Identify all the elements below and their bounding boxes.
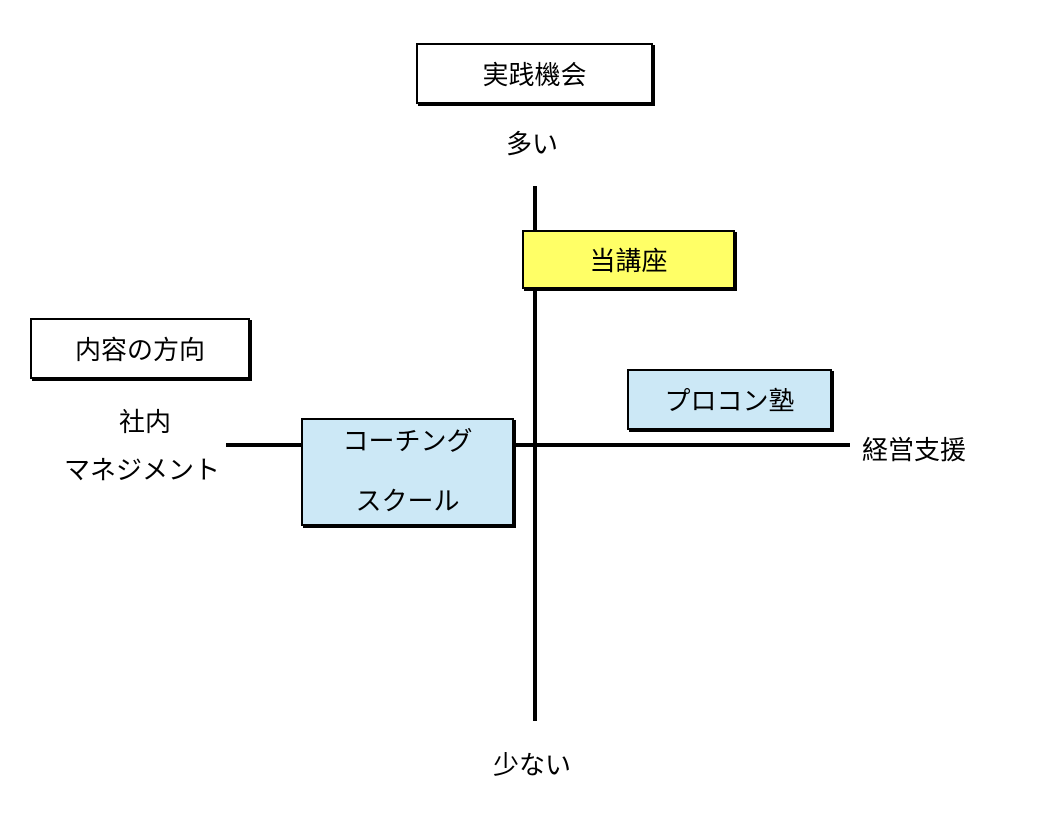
axis-label-bottom: 少ない <box>493 751 572 781</box>
procon-label: プロコン塾 <box>664 387 795 417</box>
procon-box: プロコン塾 <box>627 369 832 430</box>
coaching-label-line1: コーチング <box>342 427 473 457</box>
coaching-label-line2: スクール <box>355 487 460 517</box>
axis-label-left-line2: マネジメント <box>64 456 221 486</box>
horizontal-axis <box>226 443 850 447</box>
this-course-label: 当講座 <box>589 247 668 277</box>
direction-box-label: 内容の方向 <box>74 336 205 366</box>
title-box: 実践機会 <box>416 43 653 104</box>
direction-box: 内容の方向 <box>30 318 250 379</box>
this-course-box: 当講座 <box>522 230 735 289</box>
coaching-school-box: コーチング スクール <box>301 418 514 526</box>
axis-label-right: 経営支援 <box>862 436 967 466</box>
title-box-label: 実践機会 <box>482 61 587 91</box>
axis-label-top: 多い <box>506 130 559 160</box>
vertical-axis <box>533 186 537 721</box>
axis-label-left-line1: 社内 <box>119 408 172 438</box>
